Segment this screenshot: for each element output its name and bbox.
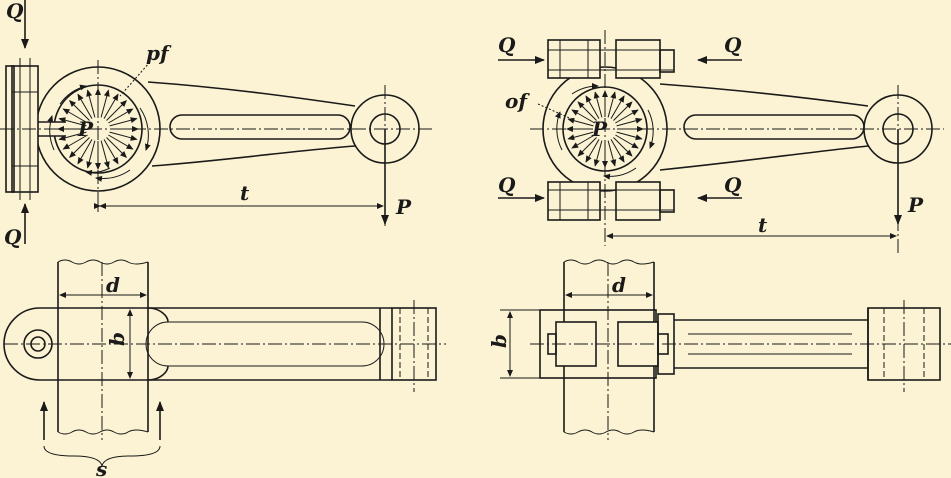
brace-s (43, 445, 161, 467)
pressure-arrow (607, 140, 617, 167)
pressure-arrow (567, 131, 594, 141)
label-q-3: Q (498, 173, 516, 197)
pressure-arrow (77, 139, 93, 165)
pressure-arrows (57, 88, 139, 170)
label-of: of (505, 89, 530, 113)
label-p-center: P (77, 117, 94, 141)
bottom-left-view: d b s (3, 259, 446, 478)
pressure-arrow (69, 100, 90, 121)
rod-slot-right (683, 114, 865, 140)
pressure-arrow (616, 131, 643, 141)
pressure-arrow (616, 117, 643, 127)
pressure-arrow (103, 139, 119, 165)
pressure-arrow (567, 117, 594, 127)
pressure-arrow (62, 108, 88, 124)
pressure-arrow (108, 108, 134, 124)
bottom-bolt (547, 181, 675, 221)
bottom-right-view: d b (487, 259, 951, 440)
pressure-arrow (69, 137, 90, 158)
label-t: t (240, 181, 250, 205)
pressure-arrow (610, 139, 625, 163)
pressure-arrow (593, 91, 603, 118)
pressure-arrow (86, 89, 96, 118)
pressure-arrow (577, 137, 597, 157)
pressure-arrow (108, 134, 134, 150)
top-bolt (547, 39, 675, 79)
pressure-arrow (571, 109, 595, 124)
pressure-arrow (77, 93, 93, 119)
pressure-arrow (585, 95, 600, 119)
pressure-arrow (109, 131, 138, 141)
label-q-4: Q (724, 173, 742, 197)
label-b-right: b (487, 334, 511, 348)
pressure-arrow (615, 109, 639, 124)
pressure-arrow (58, 131, 87, 141)
pressure-arrow (593, 140, 603, 167)
pressure-arrow (613, 101, 633, 121)
label-t-right: t (758, 213, 768, 237)
pressure-arrow (571, 134, 595, 149)
top-right-view: Q Q Q Q of P t P (498, 30, 944, 255)
top-left-view: Q Q pf P t P (0, 0, 432, 249)
pressure-arrow (58, 117, 87, 127)
pressure-arrow (106, 100, 127, 121)
label-d: d (106, 273, 120, 297)
label-p-end-right: P (907, 193, 924, 217)
pressure-arrow (607, 91, 617, 118)
pressure-arrow (610, 95, 625, 119)
pressure-arrow (86, 140, 96, 169)
pressure-arrow (103, 93, 119, 119)
label-q-1: Q (498, 33, 516, 57)
label-q-2: Q (724, 33, 742, 57)
pressure-arrow (585, 139, 600, 163)
pressure-arrow (613, 137, 633, 157)
label-b: b (105, 332, 129, 346)
label-p-center-right: P (591, 117, 608, 141)
pressure-arrow (615, 134, 639, 149)
pressure-arrow (109, 117, 138, 127)
pressure-arrow (62, 134, 88, 150)
label-q-bottom: Q (4, 225, 22, 249)
pressure-arrow (100, 89, 110, 118)
pressure-arrow (106, 137, 127, 158)
label-d-right: d (612, 273, 626, 297)
label-p-end: P (395, 195, 412, 219)
rod-body-outline-right (659, 83, 869, 171)
pressure-arrows-right (566, 90, 644, 168)
label-s: s (95, 457, 107, 478)
rod-body-outline (147, 81, 356, 167)
label-q-top: Q (6, 0, 24, 23)
rod-slot (169, 114, 351, 140)
pressure-arrow (100, 140, 110, 169)
label-pf: pf (146, 41, 172, 65)
pressure-arrow (577, 101, 597, 121)
